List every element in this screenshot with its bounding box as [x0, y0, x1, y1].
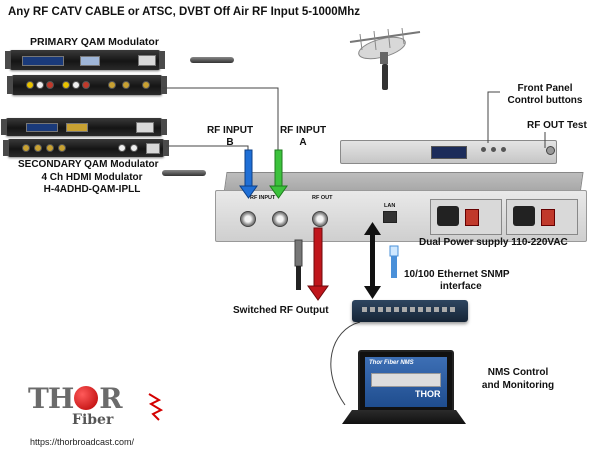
rf-input-b-arrow [239, 149, 258, 199]
ethernet-cable-icon [389, 245, 399, 278]
dual-power-label: Dual Power supply 110-220VAC [419, 237, 568, 248]
rf-input-a-letter: A [299, 137, 307, 148]
switch-chassis-rear: RF INPUT RF OUT LAN [215, 190, 587, 242]
logo-r: R [99, 382, 122, 415]
switch-to-laptop-line [330, 321, 361, 406]
front-panel-pointer-line [487, 91, 500, 143]
laptop-base [342, 410, 466, 424]
laptop-icon: Thor Fiber NMS THOR [358, 350, 454, 414]
rf-output-arrow [307, 227, 329, 301]
globe-icon [74, 386, 99, 410]
power-supply-2 [506, 199, 578, 235]
primary-modulator-label: PRIMARY QAM Modulator [30, 36, 159, 48]
switched-rf-output-label: Switched RF Output [233, 305, 329, 316]
lightning-icon [148, 393, 164, 421]
secondary-modulator-rear [3, 139, 169, 157]
rf-output-cable-icon [294, 239, 303, 290]
secondary-to-input-b-line [166, 145, 249, 150]
secondary-cable-icon [162, 170, 206, 176]
primary-to-input-a-line [162, 87, 279, 150]
ethernet-interface-label: interface [440, 281, 482, 292]
front-panel-label: Front Panel [517, 83, 573, 94]
ethernet-snmp-label: 10/100 Ethernet SNMP [404, 269, 510, 280]
nms-screen-logo: THOR [415, 389, 441, 399]
rf-input-a-arrow [269, 149, 288, 199]
front-panel-unit [340, 140, 557, 164]
nms-device-image [371, 373, 441, 387]
chassis-rf-out-label: RF OUT [312, 195, 333, 201]
chassis-rf-input-label: RF INPUT [250, 195, 276, 201]
nms-monitoring-label: and Monitoring [481, 380, 555, 391]
ethernet-arrow [364, 222, 381, 299]
secondary-modulator-front [1, 118, 167, 136]
diagram-title: Any RF CATV CABLE or ATSC, DVBT Off Air … [8, 6, 361, 18]
logo-fiber-text: Fiber [72, 412, 114, 428]
rf-input-a-connector [272, 211, 288, 227]
rf-input-a-label: RF INPUT [279, 125, 327, 136]
antenna-icon [349, 28, 421, 90]
primary-modulator-rear [7, 75, 167, 95]
lan-port [383, 211, 397, 223]
power-supply-1 [430, 199, 502, 235]
primary-modulator-front [5, 50, 165, 70]
secondary-modulator-label: SECONDARY QAM Modulator [18, 159, 159, 170]
thor-fiber-logo: TH R [28, 382, 123, 415]
footer-url: https://thorbroadcast.com/ [30, 437, 135, 447]
nms-screen-title: Thor Fiber NMS [369, 360, 414, 366]
control-buttons-label: Control buttons [507, 95, 583, 106]
hdmi-model-label: H-4ADHD-QAM-IPLL [43, 184, 141, 195]
rf-input-b-letter: B [226, 137, 234, 148]
rf-out-connector [312, 211, 328, 227]
primary-cable-icon [190, 57, 234, 63]
hdmi-modulator-label: 4 Ch HDMI Modulator [41, 172, 143, 183]
rf-input-b-label: RF INPUT [206, 125, 254, 136]
network-switch-icon [352, 300, 468, 322]
chassis-lan-label: LAN [384, 203, 396, 209]
rf-input-b-connector [240, 211, 256, 227]
logo-th: TH [28, 382, 74, 415]
rf-out-test-label: RF OUT Test [527, 120, 587, 131]
nms-control-label: NMS Control [487, 367, 549, 378]
